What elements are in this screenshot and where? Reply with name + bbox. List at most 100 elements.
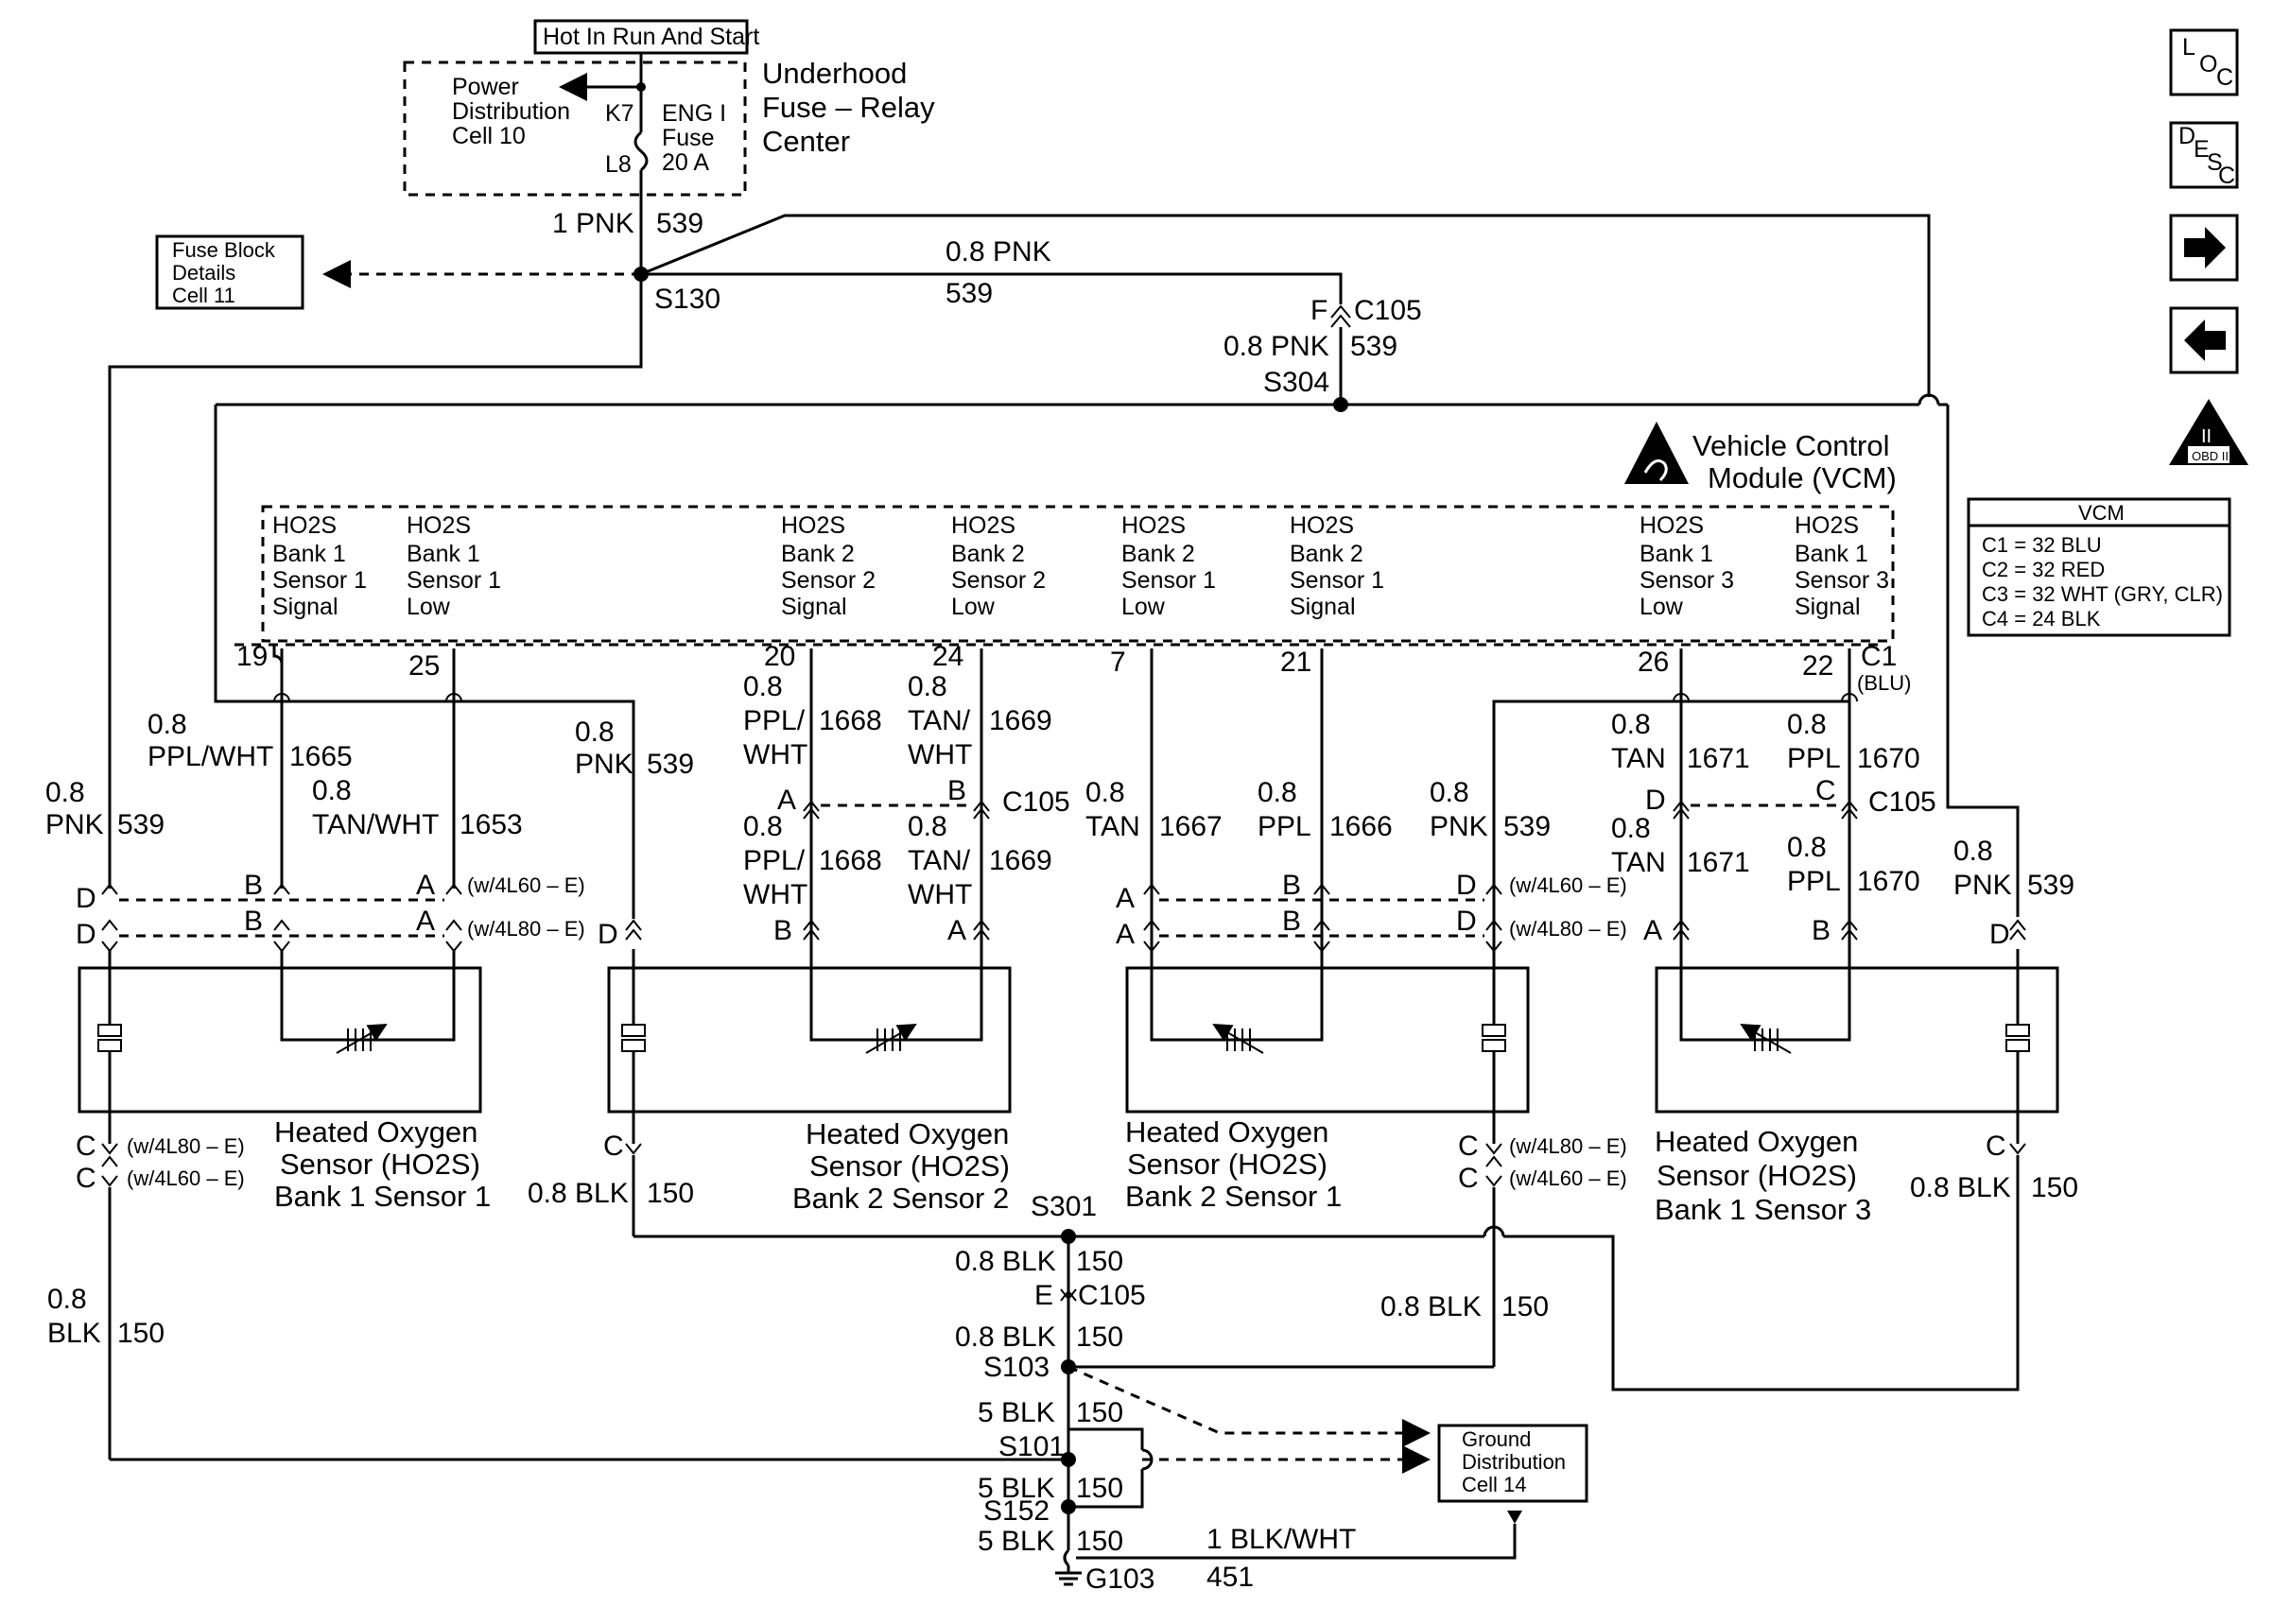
lower-connector-labels: C C (w/4L80 – E) (w/4L60 – E) C C C (w/4…: [76, 1131, 2006, 1194]
sensor2-title-3: Bank 2 Sensor 2: [792, 1182, 1009, 1215]
feed-circuit-label: 539: [656, 208, 703, 239]
w539b-color: PNK: [575, 749, 633, 780]
svg-text:OBD II: OBD II: [2192, 449, 2229, 463]
svg-text:Ground: Ground: [1462, 1427, 1531, 1451]
svg-text:Bank 2: Bank 2: [951, 541, 1025, 567]
svg-text:Cell 10: Cell 10: [452, 123, 526, 149]
svg-text:C2 = 32 RED: C2 = 32 RED: [1982, 558, 2105, 581]
svg-text:HO2S: HO2S: [781, 512, 845, 539]
pin-a-b2s2: A: [947, 915, 966, 946]
svg-text:Fuse Block: Fuse Block: [172, 238, 276, 262]
svg-text:HO2S: HO2S: [1795, 512, 1859, 539]
splice-s304-label: S304: [1263, 367, 1329, 398]
svg-text:A: A: [1116, 883, 1135, 914]
w539b-gauge: 0.8: [575, 717, 615, 748]
w150a-gauge: 0.8: [47, 1284, 87, 1315]
pin-19: 19: [236, 641, 268, 672]
svg-text:Distribution: Distribution: [452, 98, 570, 125]
svg-text:Signal: Signal: [1795, 594, 1861, 620]
svg-text:Bank 2: Bank 2: [781, 541, 855, 567]
harness-connector-bank2-s1: A A B B D D (w/4L60 – E) (w/4L80 – E): [1116, 870, 1627, 950]
svg-text:C: C: [1815, 775, 1836, 806]
pin-b-b2s2: B: [773, 915, 792, 946]
svg-text:Sensor 1: Sensor 1: [1290, 567, 1384, 594]
svg-text:C: C: [603, 1131, 624, 1162]
previous-arrow-icon[interactable]: [2169, 306, 2239, 374]
svg-text:C: C: [2216, 64, 2233, 91]
c105-connector-mid: A B C105: [777, 775, 1070, 820]
w1668a-gauge: 0.8: [743, 671, 783, 702]
svg-text:Signal: Signal: [272, 594, 338, 620]
next-arrow-icon[interactable]: [2169, 214, 2239, 282]
ground-distribution-box[interactable]: Ground Distribution Cell 14: [1437, 1424, 1588, 1503]
pin-26: 26: [1638, 647, 1669, 678]
splice-s301: [1061, 1229, 1076, 1244]
w1671a-color: TAN: [1611, 743, 1666, 774]
svg-text:Details: Details: [172, 261, 235, 285]
svg-text:Signal: Signal: [1290, 594, 1356, 620]
vcm-pin-label-20: HO2S Bank 2 Sensor 2 Signal: [781, 512, 876, 620]
hot-in-run-label: Hot In Run And Start: [533, 19, 759, 55]
svg-text:Bank 1: Bank 1: [272, 541, 346, 567]
w1668a-color2: WHT: [743, 739, 807, 770]
w539b-circuit: 539: [647, 749, 694, 780]
svg-text:Fuse – Relay: Fuse – Relay: [762, 91, 935, 124]
gnd-wire5-gauge: 5 BLK: [978, 1526, 1055, 1557]
w539a-gauge: 0.8: [45, 777, 85, 808]
w1668b-color1: PPL/: [743, 845, 806, 876]
svg-text:Cell 14: Cell 14: [1462, 1473, 1526, 1496]
svg-text:Sensor 2: Sensor 2: [781, 567, 876, 594]
w1665-circuit: 1665: [289, 741, 353, 772]
pin-d-b1s3: D: [1989, 919, 2010, 950]
location-icon[interactable]: L O C: [2169, 28, 2239, 96]
sensor4-title-1: Heated Oxygen: [1655, 1125, 1858, 1158]
w1666-gauge: 0.8: [1258, 777, 1297, 808]
sensor1-title-1: Heated Oxygen: [274, 1115, 477, 1149]
vcm-pin-label-7: HO2S Bank 2 Sensor 1 Low: [1121, 512, 1216, 620]
svg-text:C: C: [1986, 1131, 2006, 1162]
c105-label-bottom: C105: [1078, 1280, 1146, 1311]
svg-text:L8: L8: [605, 151, 632, 178]
w1670b-gauge: 0.8: [1787, 832, 1827, 863]
w1668b-circuit: 1668: [819, 845, 882, 876]
svg-text:L: L: [2182, 34, 2195, 60]
w1670a-circuit: 1670: [1857, 743, 1920, 774]
svg-text:B: B: [1282, 870, 1301, 901]
splice-s152-label: S152: [983, 1495, 1050, 1527]
description-icon[interactable]: D E S C: [2169, 121, 2239, 189]
ho2s-bank2-sensor1: [1125, 949, 1530, 1144]
connector-chevrons: [101, 883, 2026, 953]
sensor2-title-2: Sensor (HO2S): [809, 1149, 1010, 1183]
svg-text:C105: C105: [1868, 786, 1936, 818]
fuse-block-details[interactable]: Fuse Block Details Cell 11: [155, 234, 304, 310]
svg-text:20 A: 20 A: [662, 149, 709, 176]
svg-text:HO2S: HO2S: [951, 512, 1015, 539]
pin-21: 21: [1280, 647, 1311, 678]
w150d-gauge: 0.8 BLK: [1910, 1172, 2011, 1203]
svg-text:Bank 1: Bank 1: [1640, 541, 1713, 567]
svg-text:HO2S: HO2S: [407, 512, 471, 539]
w1671b-gauge: 0.8: [1611, 813, 1651, 844]
vcm-c1-color: (BLU): [1857, 671, 1911, 695]
svg-text:C: C: [76, 1131, 96, 1162]
svg-text:D: D: [1456, 870, 1477, 901]
svg-text:C3 = 32 WHT (GRY, CLR): C3 = 32 WHT (GRY, CLR): [1982, 582, 2223, 606]
wire-451-circuit: 451: [1206, 1562, 1254, 1593]
svg-text:Sensor 1: Sensor 1: [1121, 567, 1216, 594]
svg-text:VCM: VCM: [2078, 501, 2125, 525]
c105-connector-right: D C C105: [1645, 775, 1936, 820]
w1666-color: PPL: [1258, 811, 1311, 842]
svg-text:Bank 1: Bank 1: [407, 541, 480, 567]
w150d-circuit: 150: [2031, 1172, 2078, 1203]
svg-text:A: A: [416, 906, 435, 937]
splice-s152: [1061, 1499, 1076, 1514]
w1669b-gauge: 0.8: [908, 811, 947, 842]
pin-20: 20: [764, 641, 795, 672]
splice-s101: [1061, 1452, 1076, 1467]
svg-text:D: D: [1645, 785, 1666, 816]
svg-text:Bank 1: Bank 1: [1795, 541, 1868, 567]
splice-s130-label: S130: [654, 284, 720, 315]
obd-ii-icon[interactable]: OBD II II: [2169, 399, 2248, 465]
lower-chevrons: [101, 1143, 2026, 1187]
w1669b-color1: TAN/: [908, 845, 971, 876]
